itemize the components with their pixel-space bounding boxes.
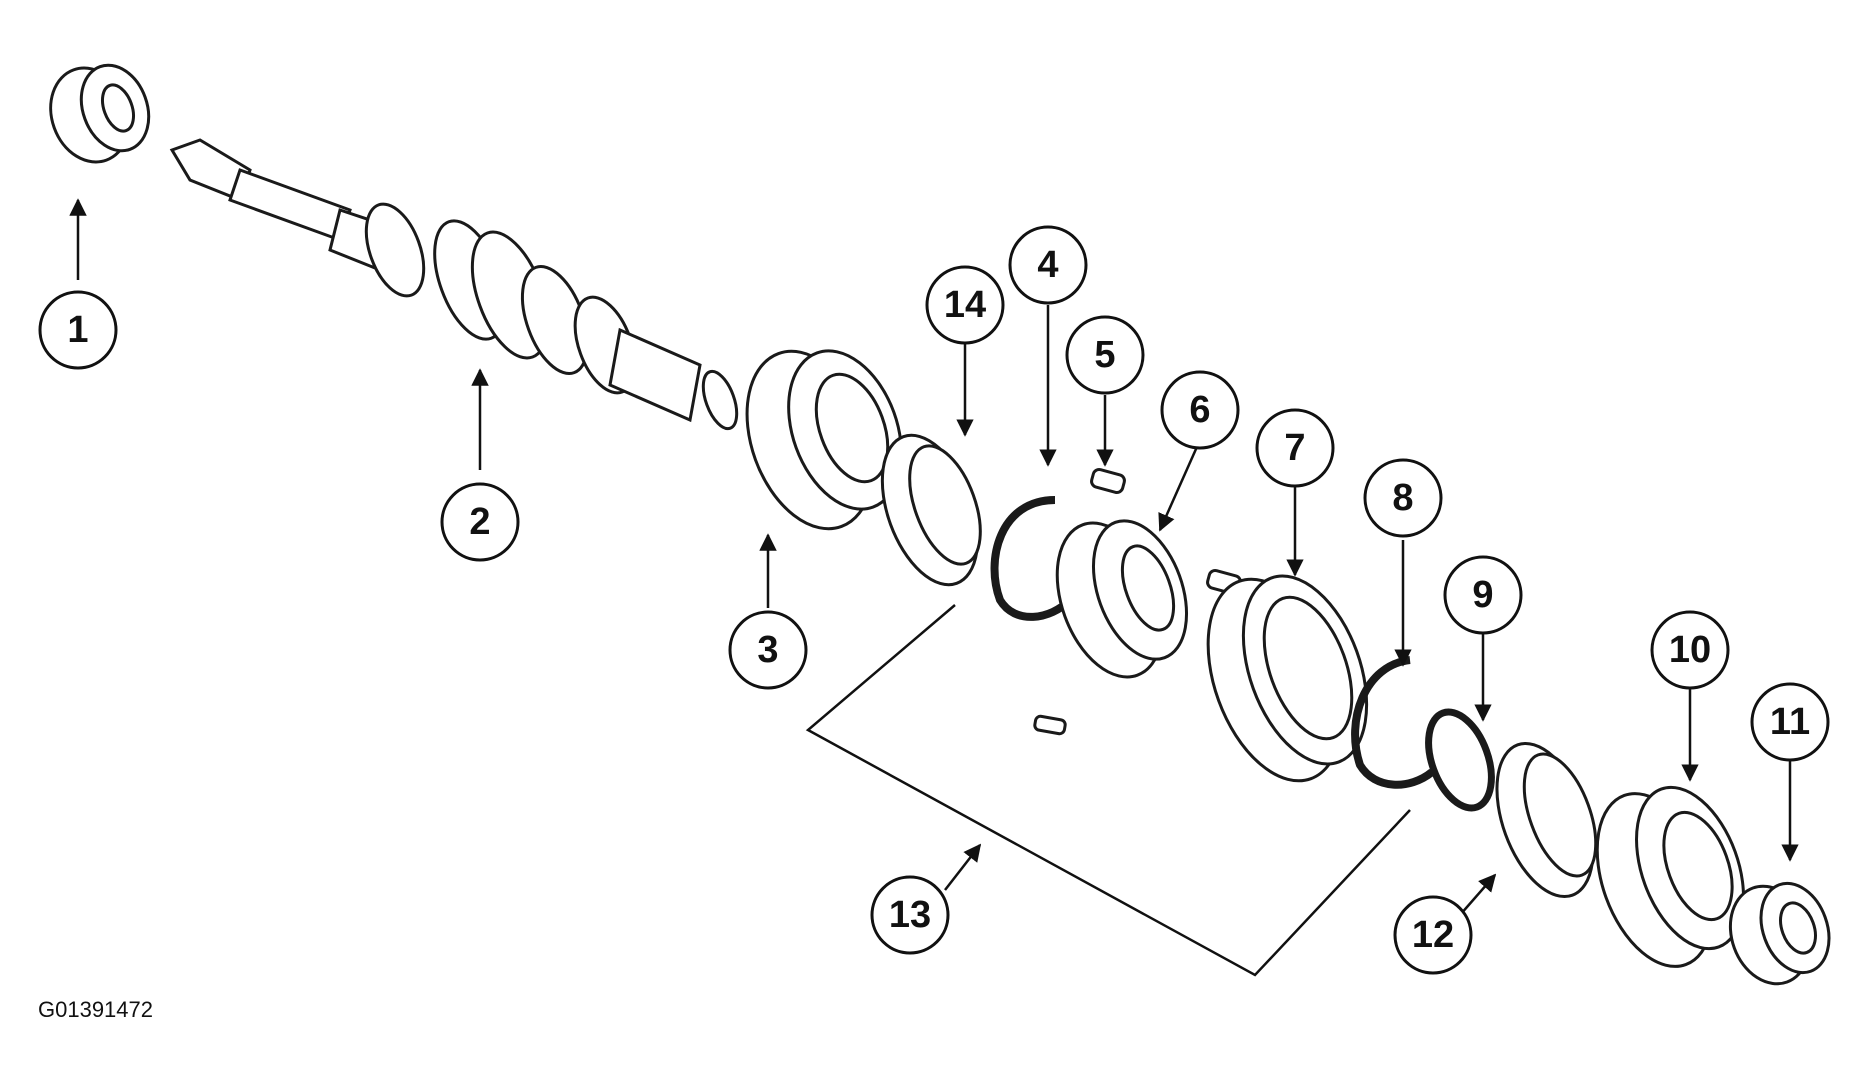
callout-12-label: 12 — [1412, 914, 1454, 956]
callout-7: 7 — [1255, 408, 1335, 488]
bearing-left — [49, 63, 151, 164]
figure-code: G01391472 — [38, 997, 153, 1022]
callout-5: 5 — [1065, 315, 1145, 395]
callout-4: 4 — [1008, 225, 1088, 305]
callout-9-label: 9 — [1472, 574, 1493, 616]
synchronizer-sleeve-7 — [1206, 574, 1369, 783]
callout-2: 2 — [440, 482, 520, 562]
callout-9: 9 — [1443, 555, 1523, 635]
assembly-13-bracket — [805, 604, 1411, 977]
synchronizer-ring-12 — [1495, 741, 1598, 899]
callout-2-label: 2 — [469, 501, 490, 543]
callout-8-label: 8 — [1392, 477, 1413, 519]
callout-12: 12 — [1393, 895, 1473, 975]
snap-ring-4 — [990, 496, 1073, 621]
callout-3: 3 — [728, 610, 808, 690]
callout-13-label: 13 — [889, 894, 931, 936]
callout-10: 10 — [1650, 610, 1730, 690]
callout-3-label: 3 — [757, 629, 778, 671]
callout-6-label: 6 — [1189, 389, 1210, 431]
synchronizer-ring-14 — [880, 433, 982, 587]
callout-14-label: 14 — [944, 284, 986, 326]
bearing-right — [1728, 881, 1831, 986]
mainshaft — [169, 138, 739, 431]
callout-4-label: 4 — [1037, 244, 1058, 286]
callout-7-label: 7 — [1284, 427, 1305, 469]
synchronizer-hub-6 — [1055, 519, 1189, 679]
snap-ring-8 — [1351, 656, 1435, 789]
callout-14: 14 — [925, 265, 1005, 345]
callout-5-label: 5 — [1094, 334, 1115, 376]
callout-6: 6 — [1160, 370, 1240, 450]
callout-11-label: 11 — [1770, 701, 1810, 743]
callout-10-label: 10 — [1669, 629, 1711, 671]
callout-13: 13 — [870, 875, 950, 955]
gear-10 — [1595, 785, 1745, 968]
leader-lines — [69, 198, 1799, 916]
callout-1-label: 1 — [67, 309, 88, 351]
gear-3 — [745, 349, 903, 531]
retaining-ring-9 — [1425, 708, 1495, 812]
callout-1: 1 — [38, 290, 118, 370]
callout-11: 11 — [1750, 682, 1830, 762]
callout-8: 8 — [1363, 458, 1443, 538]
